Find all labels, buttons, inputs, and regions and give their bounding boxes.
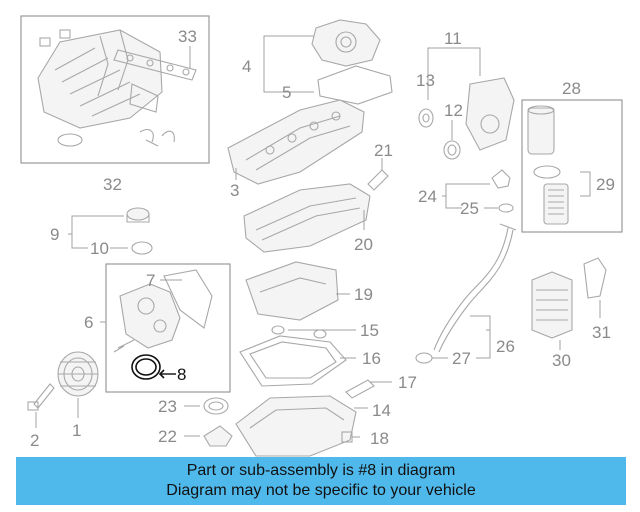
pulley-bolt-2-illustration [27,383,55,411]
callout-29: 29 [596,175,615,194]
sensor-22-illustration [203,425,233,447]
seal-13-illustration [418,108,434,128]
ladder-frame-20-illustration [243,183,371,253]
seal-10-illustration [131,241,153,255]
callout-20: 20 [354,235,373,254]
callout-23: 23 [158,397,177,416]
callout-5: 5 [282,83,291,102]
oil-sensor-24-illustration [491,169,511,189]
seal-12-illustration [443,140,461,160]
callout-22: 22 [158,427,177,446]
leader-11 [427,47,481,100]
callout-19: 19 [354,285,373,304]
callout-3: 3 [230,181,239,200]
leader-24-25 [442,183,490,209]
callout-32: 32 [103,175,122,194]
callout-4: 4 [242,57,251,76]
leader-8-arrowhead [158,369,165,379]
seal-8-illustration [131,354,161,380]
caption-banner: Part or sub-assembly is #8 in diagram Di… [16,457,626,505]
camshaft-housing-illustration [311,19,381,67]
callout-16: 16 [362,349,381,368]
leader-26-27 [470,315,491,359]
intake-manifold-illustration [37,29,175,147]
callout-33: 33 [178,27,197,46]
callout-7: 7 [146,271,155,290]
callout-15: 15 [360,321,379,340]
gasket-7-illustration [163,269,213,329]
callout-31: 31 [592,323,611,342]
timing-case-frame [105,263,231,393]
callout-21: 21 [374,141,393,160]
callout-30: 30 [552,351,571,370]
callout-6: 6 [84,313,93,332]
drain-plug-18-illustration [341,431,360,443]
callout-8: 8 [177,365,186,384]
bolt-illustration [113,339,135,353]
oil-filler-cap-9-illustration [126,207,150,223]
callout-14: 14 [372,401,391,420]
callout-9: 9 [50,225,59,244]
callout-27: 27 [452,349,471,368]
oil-pan-14-illustration [235,395,357,457]
gasket-31-illustration [583,257,607,299]
callout-1: 1 [72,421,81,440]
sensor-17-illustration [345,379,375,399]
cylinder-head-cover-illustration [227,99,365,185]
gasket-5-illustration [317,65,393,105]
dipstick-tube-illustration [433,223,517,353]
callout-26: 26 [496,337,515,356]
callout-17: 17 [398,373,417,392]
callout-13: 13 [416,71,435,90]
sensor-21-illustration [367,169,389,191]
oil-filter-housing-illustration [527,105,569,225]
callout-25: 25 [460,199,479,218]
timing-cover-illustration [465,77,515,151]
callout-28: 28 [562,79,581,98]
gasket-33-illustration [113,49,197,81]
callout-18: 18 [370,429,389,448]
seal-23-illustration [203,397,229,415]
callout-11: 11 [444,29,462,48]
leader-29 [580,171,591,197]
caption-line-2: Diagram may not be specific to your vehi… [166,482,476,499]
gasket-16-illustration [239,335,347,387]
caption-line-1: Part or sub-assembly is #8 in diagram [186,462,456,479]
crankshaft-pulley-1-illustration [57,351,99,397]
callout-12: 12 [444,101,463,120]
oring-27-illustration [415,352,433,364]
callout-24: 24 [418,187,437,206]
timing-case-cover-illustration [119,283,181,349]
callout-2: 2 [30,431,39,450]
oil-filter-frame [521,99,623,233]
baffle-19-illustration [245,261,339,321]
intake-manifold-frame [20,15,210,164]
callout-10: 10 [90,239,109,258]
leader-9-10 [68,215,124,249]
oil-cooler-30-illustration [531,271,573,339]
washer-25-illustration [498,203,514,213]
